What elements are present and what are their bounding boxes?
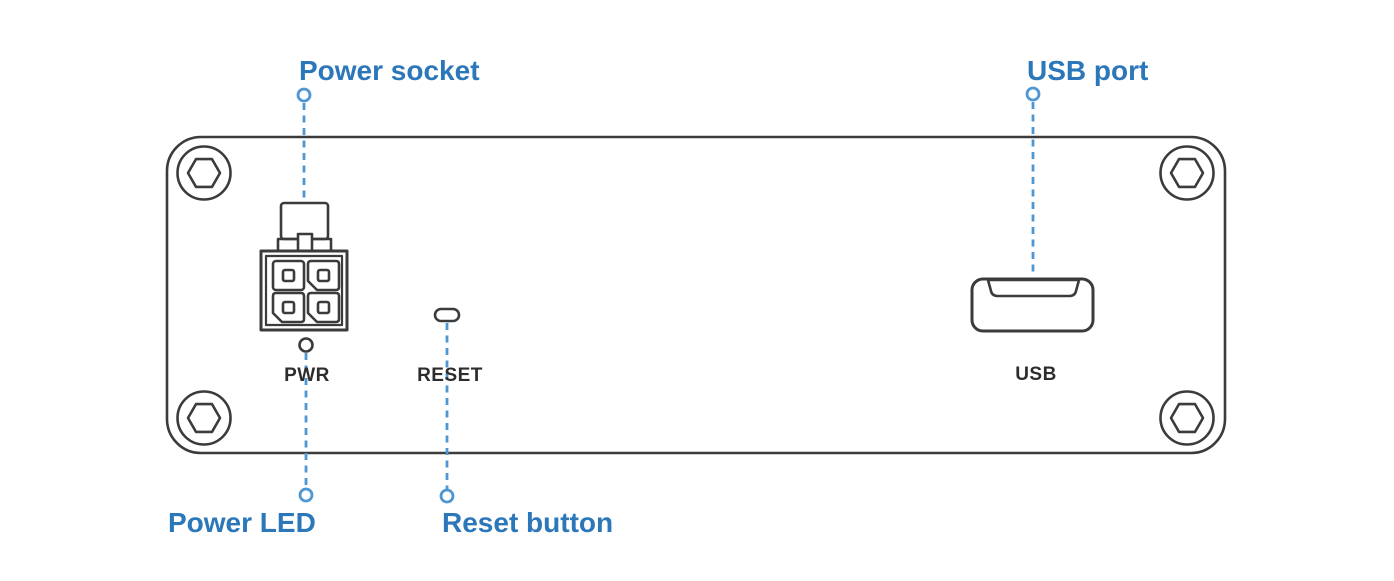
power-connector-cavity-top-right — [306, 259, 341, 292]
callout-dot-icon-usb-port — [1025, 86, 1041, 102]
callout-reset-button-label: Reset button — [442, 507, 613, 538]
callout-power-socket-label: Power socket — [299, 55, 480, 86]
power-connector-body-outer — [259, 249, 349, 332]
device-panel-outline — [165, 135, 1227, 455]
power-connector-pin — [316, 268, 331, 283]
callout-dot-icon-power-led — [298, 487, 314, 503]
reset-pinhole-icon — [433, 307, 461, 323]
pwr-label: PWR — [284, 365, 330, 386]
power-connector-pin — [316, 300, 331, 315]
callout-leaders — [296, 86, 1041, 504]
hex-screw-icon-bottom-right — [1159, 390, 1215, 446]
hex-screw-icon-top-right — [1159, 145, 1215, 201]
power-connector-body-inner — [264, 254, 344, 327]
callout-dot-icon-reset-button — [439, 488, 455, 504]
power-connector-4pin-icon — [259, 201, 349, 332]
power-connector-cavity-top-left — [271, 259, 306, 292]
power-connector-pin — [281, 268, 296, 283]
reset-label: RESET — [417, 365, 483, 386]
usb-port-tongue — [986, 278, 1081, 298]
panel-silkscreen-labels: PWR RESET USB — [284, 364, 1057, 386]
hex-screw-icon-top-left — [176, 145, 232, 201]
usb-a-port-icon — [970, 277, 1095, 333]
device-panel — [165, 135, 1227, 455]
hex-screw-icon-bottom-left — [176, 390, 232, 446]
led-indicator-icon — [298, 337, 314, 353]
power-connector-pin — [281, 300, 296, 315]
callout-power-led-label: Power LED — [168, 507, 316, 538]
power-connector-cavity-bottom-right — [306, 291, 341, 324]
callout-labels: Power socket USB port Power LED Reset bu… — [168, 55, 1148, 538]
callout-dot-icon-power-socket — [296, 87, 312, 103]
power-connector-cavity-bottom-left — [271, 291, 306, 324]
usb-label: USB — [1015, 364, 1057, 385]
power-connector-latch-tab — [296, 232, 314, 253]
callout-usb-port-label: USB port — [1027, 55, 1148, 86]
